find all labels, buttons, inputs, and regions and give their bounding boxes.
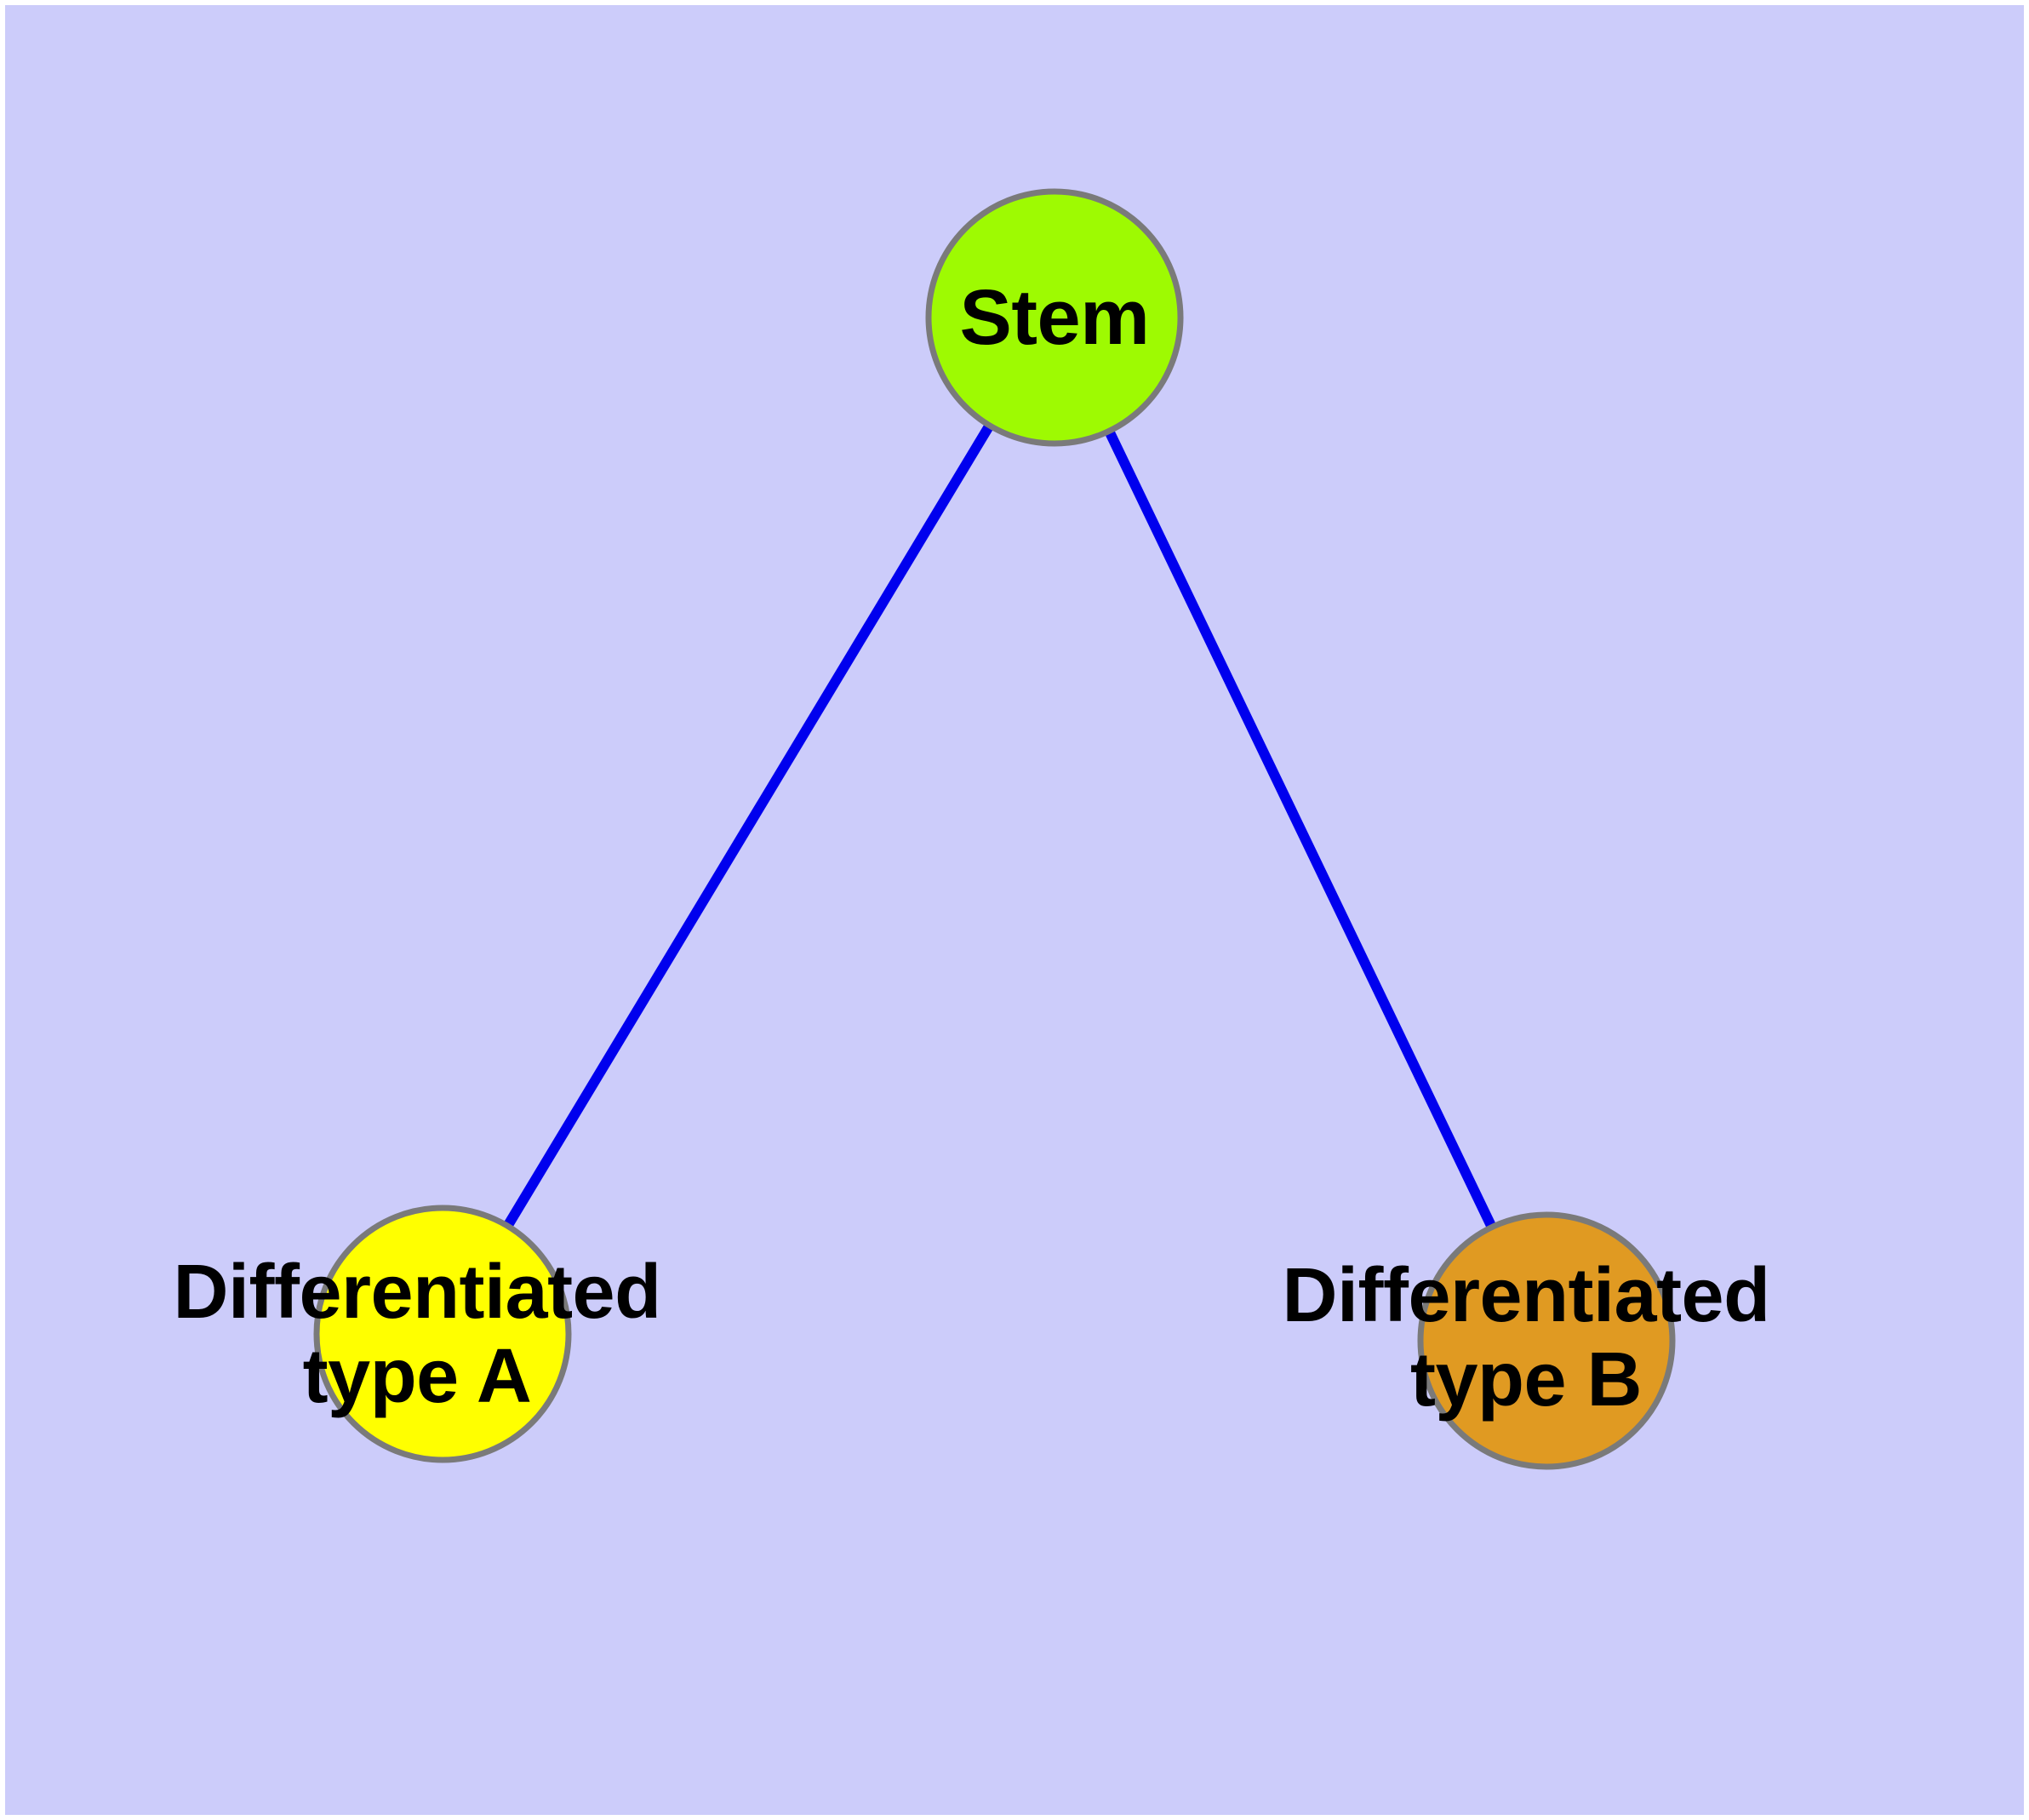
graph-node-stem[interactable] — [925, 188, 1184, 447]
graph-edge-stem-to-diff-a[interactable] — [437, 314, 1060, 1337]
graph-node-diff-b[interactable] — [1417, 1211, 1676, 1470]
node-layer — [313, 188, 1676, 1470]
graph-edge-stem-to-diff-b[interactable] — [1049, 315, 1552, 1343]
edge-layer — [437, 314, 1552, 1343]
graph-node-diff-a[interactable] — [313, 1205, 572, 1463]
